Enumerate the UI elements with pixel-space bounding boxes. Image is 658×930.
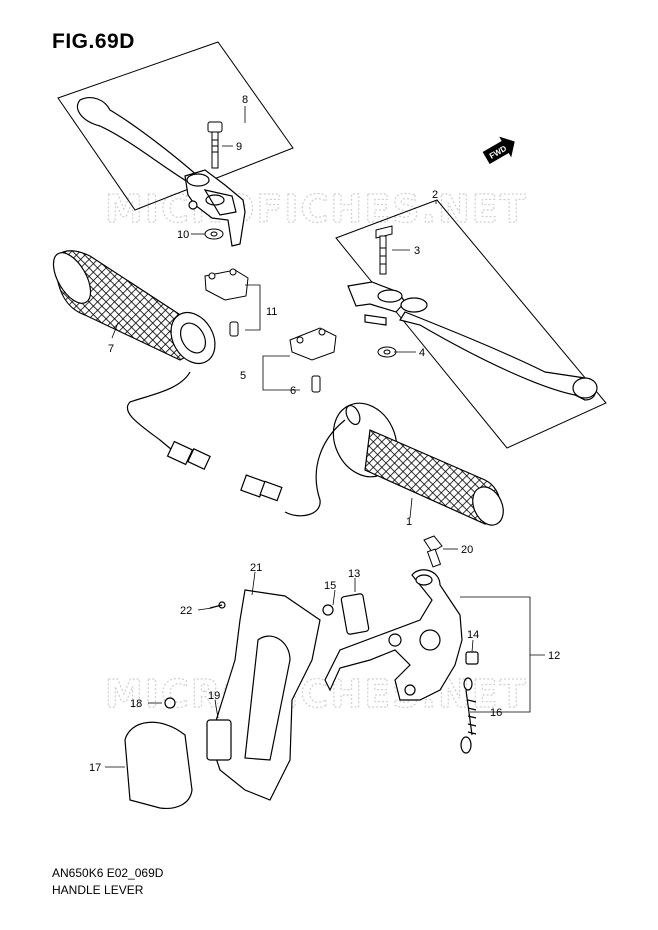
figure-title: FIG.69D xyxy=(52,30,135,53)
callout-21: 21 xyxy=(250,562,262,574)
leader-lines xyxy=(105,106,545,768)
brake-lever-box xyxy=(335,199,607,449)
callout-12: 12 xyxy=(548,650,560,662)
figure-name: HANDLE LEVER xyxy=(52,883,144,897)
callout-17: 17 xyxy=(89,762,101,774)
callout-20: 20 xyxy=(461,544,473,556)
watermark-bottom: MICROFICHES.NET xyxy=(105,672,528,716)
callout-9: 9 xyxy=(236,141,242,153)
callout-15: 15 xyxy=(324,580,336,592)
callout-8: 8 xyxy=(242,94,248,106)
callout-3: 3 xyxy=(414,245,420,257)
cover-21 xyxy=(124,589,321,810)
callout-7: 7 xyxy=(108,343,114,355)
nut-4 xyxy=(377,346,397,358)
callout-4: 4 xyxy=(419,347,425,359)
callout-10: 10 xyxy=(177,229,189,241)
callout-6: 6 xyxy=(290,385,296,397)
fwd-arrow-icon: FWD xyxy=(482,136,515,165)
switch-11 xyxy=(204,268,249,337)
watermark-top: MICROFICHES.NET xyxy=(105,187,528,231)
switch-5 xyxy=(289,327,337,393)
callout-11: 11 xyxy=(266,306,277,318)
callout-labels: 8 9 10 2 3 4 11 7 5 6 1 20 21 13 15 22 1… xyxy=(89,94,560,774)
callout-1: 1 xyxy=(406,516,412,528)
bracket-12 xyxy=(322,569,479,754)
bolt-20 xyxy=(423,535,443,568)
callout-22: 22 xyxy=(180,605,192,617)
nut-10 xyxy=(204,228,224,240)
clutch-lever-box xyxy=(57,41,294,211)
bolt-9 xyxy=(207,121,223,169)
callout-19: 19 xyxy=(208,690,220,702)
callout-13: 13 xyxy=(348,568,360,580)
left-grip xyxy=(52,250,216,470)
callout-14: 14 xyxy=(467,629,479,641)
brake-lever xyxy=(347,281,598,401)
bolt-3 xyxy=(375,225,393,275)
figure-code: AN650K6 E02_069D xyxy=(52,866,164,880)
callout-2: 2 xyxy=(432,189,438,201)
callout-18: 18 xyxy=(130,698,142,710)
callout-5: 5 xyxy=(240,370,246,382)
right-grip xyxy=(240,402,504,526)
clutch-lever xyxy=(76,97,246,247)
callout-16: 16 xyxy=(490,707,502,719)
